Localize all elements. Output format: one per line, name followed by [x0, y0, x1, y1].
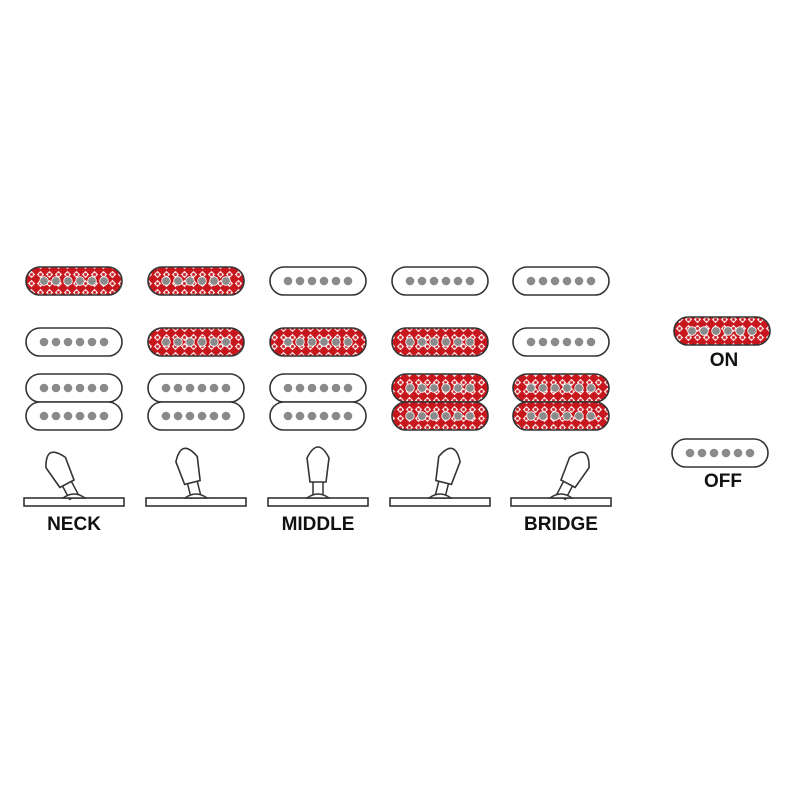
legend-off-label: OFF — [704, 471, 742, 492]
bridge-humbucker-top-coil — [269, 373, 367, 403]
bridge-humbucker-bottom-coil — [269, 401, 367, 431]
bridge-humbucker-bottom-coil — [147, 401, 245, 431]
bridge-humbucker-top-coil — [147, 373, 245, 403]
position-label: BRIDGE — [524, 514, 598, 535]
neck-pickup — [147, 266, 245, 296]
selector-switch — [267, 446, 369, 507]
position-column-2 — [145, 266, 247, 507]
position-column-4 — [389, 266, 491, 507]
neck-pickup — [391, 266, 489, 296]
middle-pickup — [147, 327, 245, 357]
legend-on-pickup — [673, 316, 771, 346]
middle-pickup — [391, 327, 489, 357]
position-label: NECK — [47, 514, 101, 535]
legend-off-item — [671, 438, 769, 468]
bridge-humbucker-bottom-coil — [391, 401, 489, 431]
legend-off-pickup — [671, 438, 769, 468]
bridge-humbucker-bottom-coil — [512, 401, 610, 431]
bridge-humbucker-top-coil — [391, 373, 489, 403]
bridge-humbucker-top-coil — [25, 373, 123, 403]
selector-switch — [145, 447, 247, 507]
selector-switch — [389, 447, 491, 507]
neck-pickup — [25, 266, 123, 296]
middle-pickup — [25, 327, 123, 357]
bridge-humbucker-bottom-coil — [25, 401, 123, 431]
position-column-5: BRIDGE — [510, 266, 612, 535]
middle-pickup — [512, 327, 610, 357]
legend-on-label: ON — [710, 350, 739, 371]
position-label: MIDDLE — [282, 514, 355, 535]
neck-pickup — [269, 266, 367, 296]
selector-switch — [23, 451, 125, 507]
legend-on-item — [673, 316, 771, 346]
selector-switch — [510, 451, 612, 507]
position-column-1: NECK — [23, 266, 125, 535]
middle-pickup — [269, 327, 367, 357]
neck-pickup — [512, 266, 610, 296]
position-column-3: MIDDLE — [267, 266, 369, 535]
bridge-humbucker-top-coil — [512, 373, 610, 403]
